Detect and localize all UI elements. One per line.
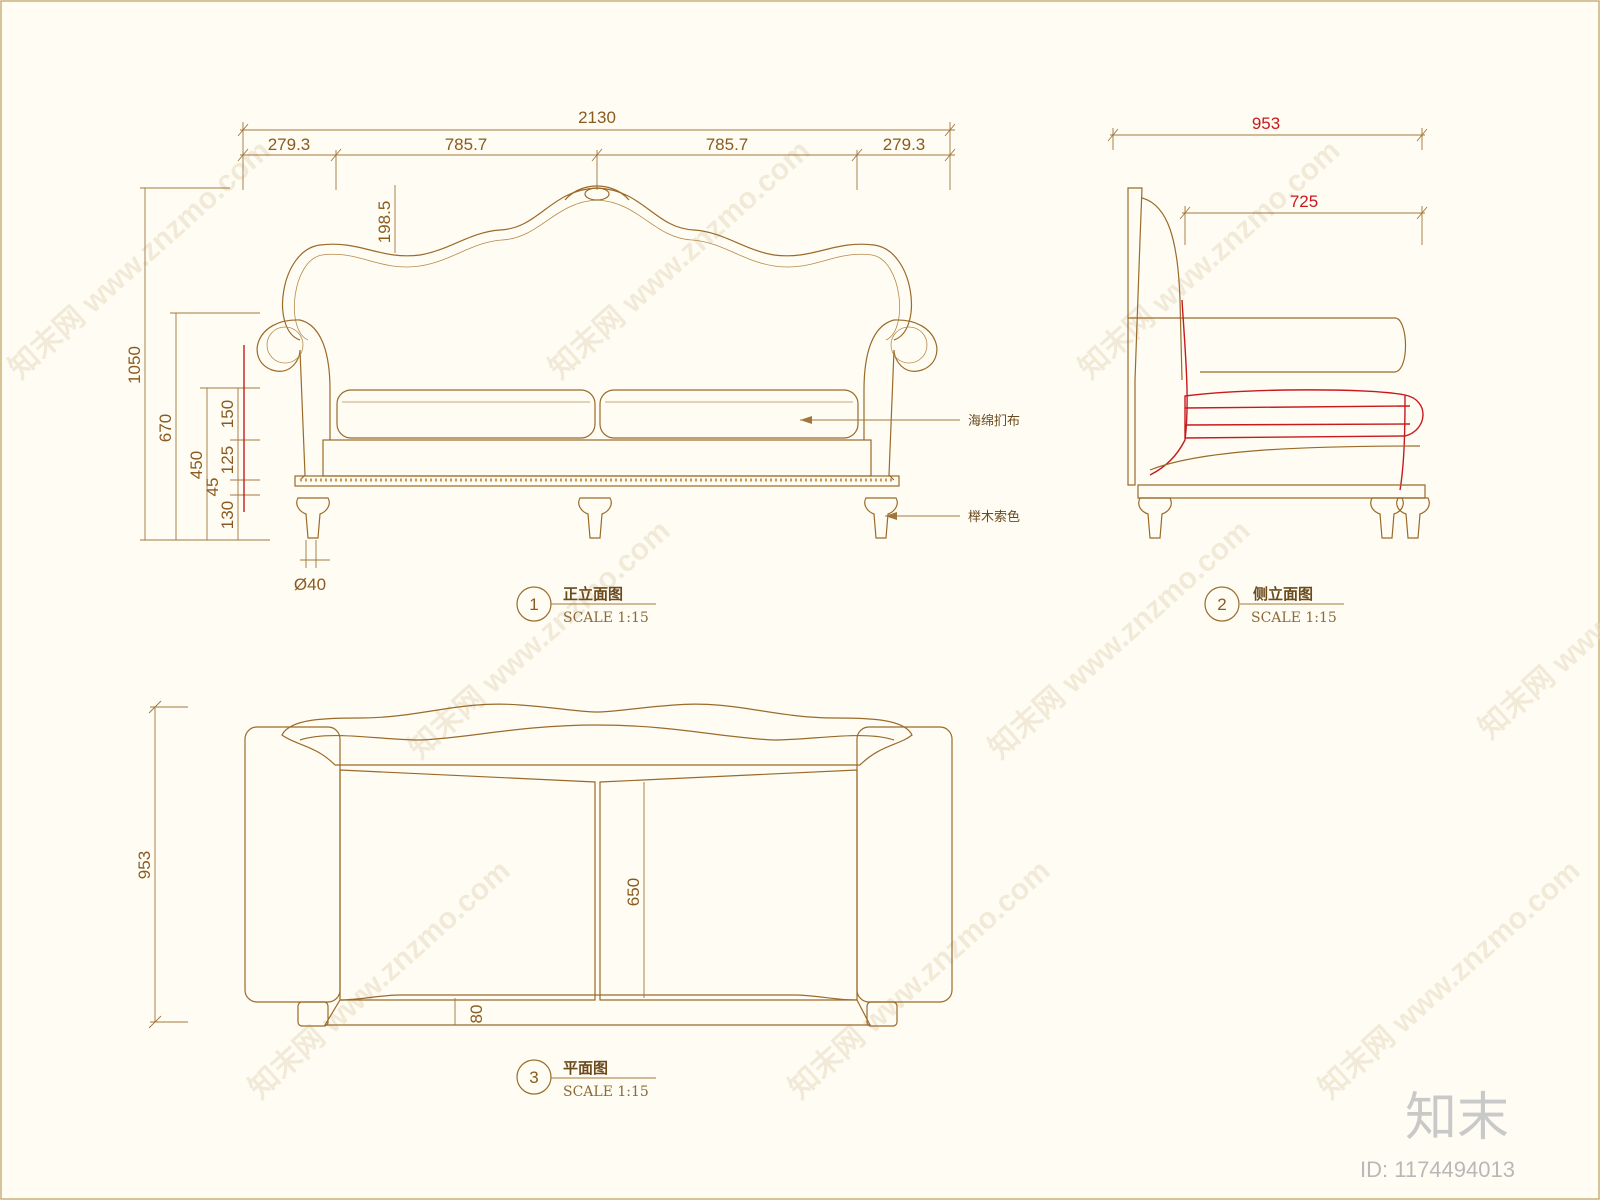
front-legs [296, 497, 898, 539]
side-back-profile [1127, 187, 1143, 486]
base-rail [294, 475, 900, 487]
left-seat-cushion [336, 389, 596, 439]
image-id: ID: 1174494013 [1360, 1157, 1515, 1182]
watermark-text: 知末网 www.znzmo.com [1073, 134, 1347, 385]
front-width-dimensions: 2130 279.3 785.7 785.7 279.3 [237, 108, 956, 190]
callout-beech-stain: 榉木索色 [968, 509, 1020, 525]
dim-seat-depth: 725 [1290, 192, 1318, 211]
dim-plan-depth: 953 [135, 851, 154, 879]
brand-logo: 知末 [1405, 1088, 1509, 1148]
dim-arm-height: 670 [156, 414, 175, 442]
title-bubble [516, 1059, 552, 1095]
seat-frame [322, 439, 872, 477]
plan-back [281, 703, 913, 766]
watermark-text: 知末网 www.znzmo.com [1313, 854, 1587, 1105]
watermark-text: 知末网 www.znzmo.com [1473, 494, 1600, 745]
left-arm [256, 319, 331, 481]
dim-overall-width: 2130 [578, 108, 616, 127]
dim-segment-4: 279.3 [883, 135, 926, 154]
dim-total-height: 1050 [125, 346, 144, 384]
dim-segment-1: 279.3 [268, 135, 311, 154]
plan-left-arm [244, 726, 341, 1003]
dim-seat-frame: 125 [218, 446, 237, 474]
dim-segment-2: 785.7 [445, 135, 488, 154]
plan-left-seat [339, 769, 596, 1001]
watermark-text: 知末网 www.znzmo.com [243, 854, 517, 1105]
title-number: 2 [1217, 595, 1226, 614]
front-height-dimensions: 1050 670 450 150 125 45 130 [125, 187, 270, 541]
watermark-text: 知末网 www.znzmo.com [983, 514, 1257, 765]
watermark-layer: 知末网 www.znzmo.com 知末网 www.znzmo.com 知末网 … [3, 134, 1600, 1105]
dim-side-depth: 953 [1252, 114, 1280, 133]
view-title: 平面图 [563, 1059, 608, 1077]
side-arm [1128, 317, 1407, 373]
dim-segment-3: 785.7 [706, 135, 749, 154]
title-number: 1 [529, 595, 538, 614]
side-seat-cushion [1184, 389, 1424, 439]
side-elevation: 953 725 2 侧立面图 SCALE 1:15 [1107, 114, 1430, 626]
callout-sponge-fabric: 海绵扪布 [968, 414, 1020, 429]
watermark-text: 知末网 www.znzmo.com [543, 134, 817, 385]
dim-plan-seat-depth: 650 [624, 878, 643, 906]
title-number: 3 [529, 1068, 538, 1087]
dim-base: 45 [203, 478, 222, 497]
title-bubble [1204, 586, 1240, 622]
view-title: 正立面图 [563, 585, 623, 603]
dim-leg-diameter: Ø40 [294, 575, 326, 594]
right-seat-cushion [599, 389, 859, 439]
dim-leg: 130 [218, 501, 237, 529]
right-arm [863, 319, 938, 481]
view-scale: SCALE 1:15 [1251, 610, 1337, 626]
dim-seat-height: 450 [187, 451, 206, 479]
front-elevation: 2130 279.3 785.7 785.7 279.3 1050 670 45… [125, 108, 1020, 626]
view-scale: SCALE 1:15 [563, 1084, 649, 1100]
plan-view: 953 650 80 3 平面图 SCALE 1:15 [135, 700, 953, 1100]
view-scale: SCALE 1:15 [563, 610, 649, 626]
dim-crest-height: 198.5 [375, 201, 394, 244]
view-title: 侧立面图 [1253, 585, 1313, 603]
watermark-text: 知末网 www.znzmo.com [783, 854, 1057, 1105]
dim-front-gap: 80 [467, 1005, 486, 1024]
dim-cushion-height: 150 [218, 400, 237, 428]
